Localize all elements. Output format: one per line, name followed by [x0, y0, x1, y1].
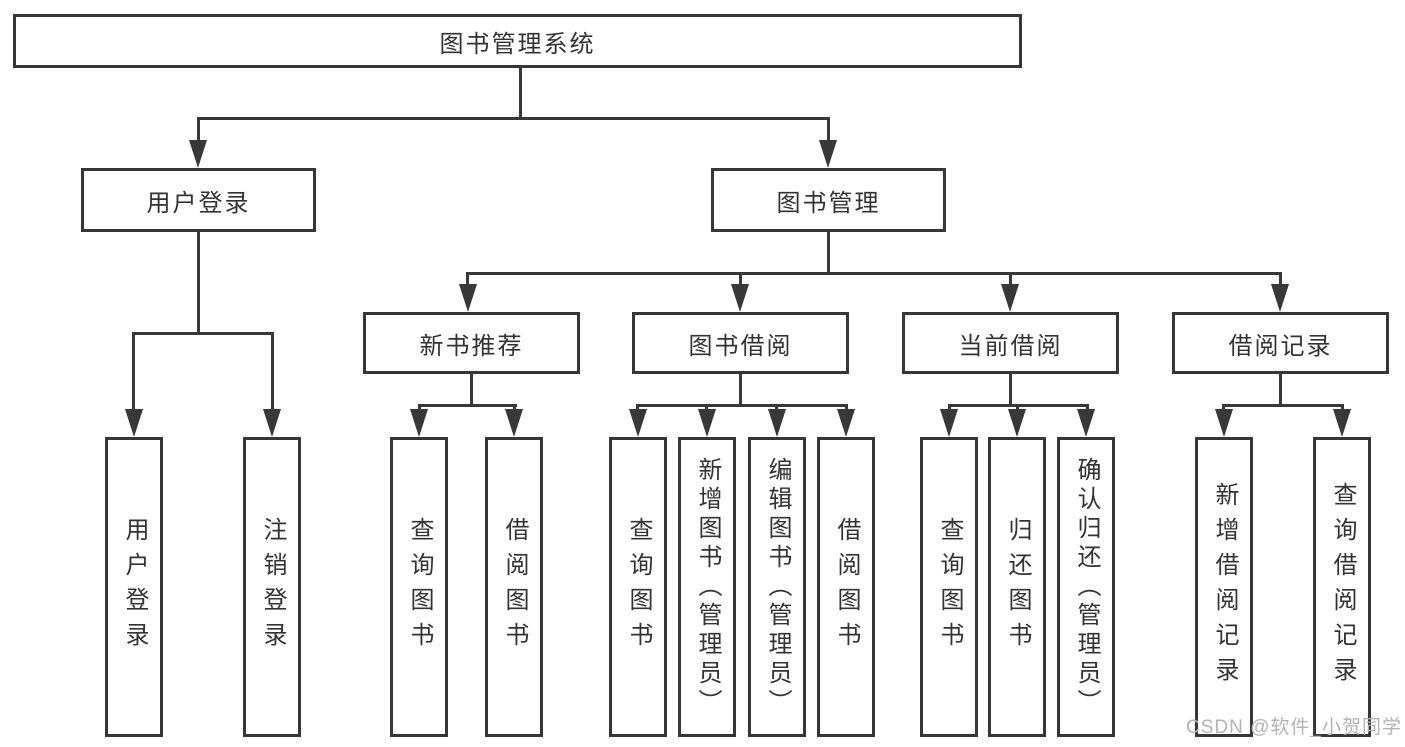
arrow-down-icon: [1008, 409, 1026, 437]
node-borrowing-records: 借阅记录: [1172, 312, 1389, 374]
connector-line: [470, 374, 473, 407]
connector-line: [827, 232, 830, 275]
leaf-label: 查询图书: [625, 517, 652, 657]
node-label: 新书推荐: [419, 332, 524, 360]
leaf-label: 新增借阅记录: [1211, 482, 1238, 692]
leaf-label: 查询图书: [406, 517, 433, 657]
arrow-down-icon: [1333, 409, 1351, 437]
arrow-down-icon: [1001, 284, 1019, 312]
node-current-borrowing: 当前借阅: [902, 312, 1119, 374]
connector-line: [1016, 404, 1019, 412]
leaf-borrow-books: 借阅图书: [485, 437, 543, 737]
connector-line: [775, 404, 778, 412]
connector-line: [636, 404, 639, 412]
connector-line: [466, 272, 1282, 275]
leaf-query-books: 查询图书: [920, 437, 978, 737]
connector-line: [1222, 404, 1225, 412]
leaf-add-books-admin: 新增图书（管理员）: [678, 437, 736, 737]
arrow-down-icon: [768, 409, 786, 437]
arrow-down-icon: [731, 284, 749, 312]
connector-line: [1222, 404, 1343, 407]
leaf-query-borrow-record: 查询借阅记录: [1313, 437, 1371, 737]
arrow-down-icon: [125, 409, 143, 437]
connector-line: [519, 68, 522, 119]
leaf-label: 编辑图书（管理员）: [764, 456, 791, 718]
node-book-management: 图书管理: [711, 168, 946, 232]
connector-line: [197, 232, 200, 335]
leaf-label: 查询图书: [936, 517, 963, 657]
leaf-query-books: 查询图书: [609, 437, 667, 737]
connector-line: [739, 374, 742, 407]
connector-line: [845, 404, 848, 412]
leaf-add-borrow-record: 新增借阅记录: [1195, 437, 1253, 737]
connector-line: [197, 117, 830, 120]
connector-line: [1009, 374, 1012, 407]
leaf-label: 用户登录: [121, 517, 148, 657]
connector-line: [948, 404, 951, 412]
leaf-borrow-books: 借阅图书: [817, 437, 875, 737]
arrow-down-icon: [505, 409, 523, 437]
arrow-down-icon: [410, 409, 428, 437]
arrow-down-icon: [1077, 409, 1095, 437]
connector-line: [466, 272, 469, 286]
leaf-logout: 注销登录: [243, 437, 301, 737]
leaf-return-books: 归还图书: [988, 437, 1046, 737]
connector-line: [132, 332, 274, 335]
arrow-down-icon: [459, 284, 477, 312]
node-label: 当前借阅: [958, 332, 1063, 360]
connector-line: [513, 404, 516, 412]
connector-line: [705, 404, 708, 412]
connector-line: [1279, 374, 1282, 407]
leaf-label: 借阅图书: [501, 517, 528, 657]
connector-line: [827, 117, 830, 142]
leaf-edit-books-admin: 编辑图书（管理员）: [748, 437, 806, 737]
arrow-down-icon: [1271, 284, 1289, 312]
arrow-down-icon: [189, 140, 207, 168]
leaf-confirm-return-admin: 确认归还（管理员）: [1057, 437, 1115, 737]
connector-line: [1341, 404, 1344, 412]
connector-line: [1009, 272, 1012, 286]
leaf-user-login: 用户登录: [105, 437, 163, 737]
node-label: 借阅记录: [1228, 332, 1333, 360]
connector-line: [636, 404, 848, 407]
connector-line: [418, 404, 421, 412]
connector-line: [418, 404, 517, 407]
connector-line: [271, 332, 274, 410]
node-root-library-system: 图书管理系统: [13, 14, 1022, 68]
node-user-login: 用户登录: [81, 168, 316, 232]
arrow-down-icon: [1215, 409, 1233, 437]
arrow-down-icon: [698, 409, 716, 437]
leaf-label: 归还图书: [1004, 517, 1031, 657]
connector-line: [1279, 272, 1282, 286]
connector-line: [132, 332, 135, 410]
leaf-label: 新增图书（管理员）: [694, 456, 721, 718]
connector-line: [739, 272, 742, 286]
node-label: 图书管理: [776, 189, 881, 217]
leaf-label: 注销登录: [259, 517, 286, 657]
leaf-label: 借阅图书: [833, 517, 860, 657]
connector-line: [197, 117, 200, 142]
node-label: 图书借阅: [688, 332, 793, 360]
leaf-label: 确认归还（管理员）: [1073, 456, 1100, 718]
arrow-down-icon: [263, 409, 281, 437]
leaf-query-books: 查询图书: [390, 437, 448, 737]
node-label: 图书管理系统: [439, 30, 596, 58]
node-new-book-recommendation: 新书推荐: [363, 312, 580, 374]
arrow-down-icon: [837, 409, 855, 437]
watermark: CSDN @软件_小贺同学: [1186, 717, 1402, 738]
arrow-down-icon: [629, 409, 647, 437]
arrow-down-icon: [940, 409, 958, 437]
leaf-label: 查询借阅记录: [1329, 482, 1356, 692]
connector-line: [1086, 404, 1089, 412]
arrow-down-icon: [819, 140, 837, 168]
node-label: 用户登录: [146, 189, 251, 217]
node-book-borrowing: 图书借阅: [632, 312, 849, 374]
